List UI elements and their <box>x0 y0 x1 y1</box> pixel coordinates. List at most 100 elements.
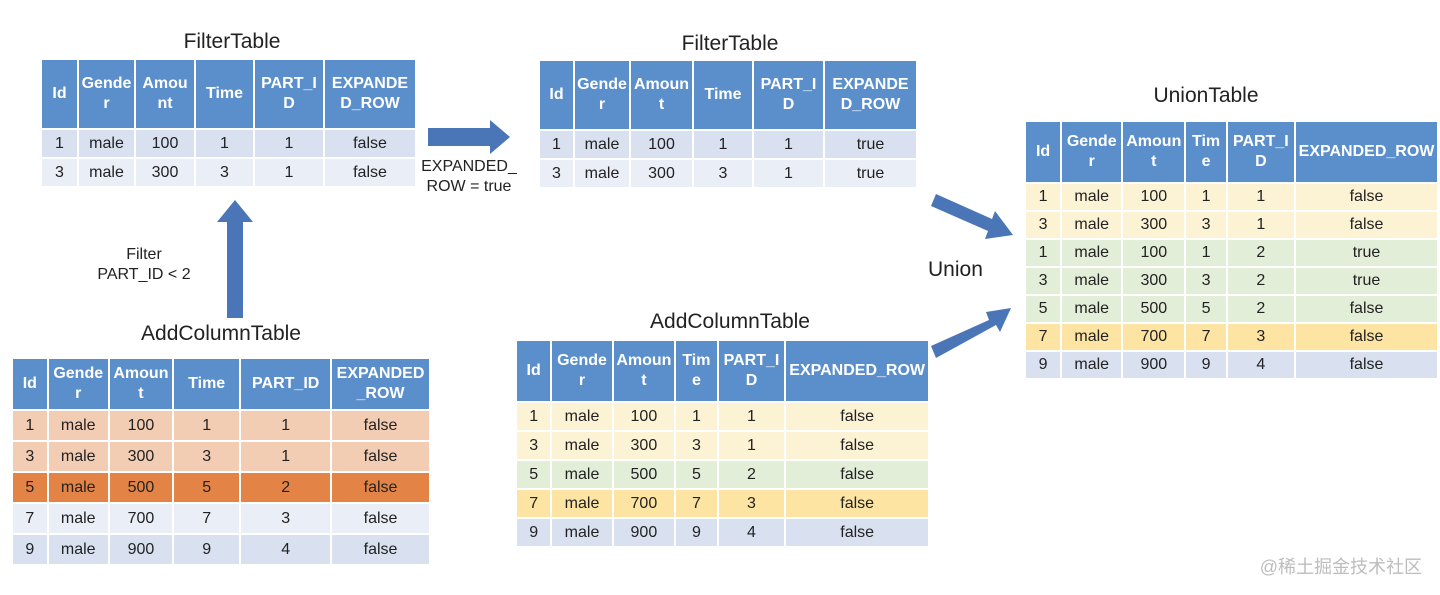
col-header-amount: Amount <box>109 359 173 409</box>
cell-time: 9 <box>676 519 717 546</box>
cell-part-id: 3 <box>241 504 331 533</box>
cell-id: 3 <box>42 159 77 186</box>
cell-time: 3 <box>694 160 752 187</box>
expand-note: EXPANDED_ ROW = true <box>414 157 524 197</box>
cell-amount: 100 <box>109 411 173 440</box>
cell-time: 5 <box>1186 296 1226 322</box>
cell-id: 7 <box>13 504 47 533</box>
cell-expanded-row: false <box>1296 296 1437 322</box>
arrow-right-icon <box>428 120 510 154</box>
cell-amount: 300 <box>136 159 194 186</box>
cell-amount: 500 <box>1123 296 1185 322</box>
col-header-part-id: PART_ID <box>255 60 323 128</box>
col-header-gender: Gender <box>575 61 629 129</box>
cell-expanded-row: false <box>332 442 429 471</box>
cell-amount: 700 <box>109 504 173 533</box>
table-row: 1 male 100 1 1 false <box>517 403 928 430</box>
col-header-time: Time <box>694 61 752 129</box>
col-header-id: Id <box>42 60 77 128</box>
table-row: 1 male 100 1 2 true <box>1026 240 1437 266</box>
arrow-up-right-icon <box>931 308 1011 358</box>
cell-part-id: 2 <box>241 473 331 502</box>
cell-part-id: 1 <box>754 160 823 187</box>
col-header-gender: Gender <box>1062 122 1122 182</box>
table-row: 1 male 100 1 1 false <box>42 130 415 157</box>
col-header-expanded-row: EXPANDED_ROW <box>325 60 415 128</box>
cell-gender: male <box>1062 240 1122 266</box>
cell-time: 3 <box>676 432 717 459</box>
filter-table: Id Gender Amount Time PART_ID EXPANDED_R… <box>40 58 417 188</box>
table-row: 5 male 500 5 2 false <box>1026 296 1437 322</box>
cell-expanded-row: false <box>332 411 429 440</box>
col-header-amount: Amount <box>631 61 692 129</box>
filter-table-expanded-title: FilterTable <box>681 32 779 55</box>
cell-part-id: 1 <box>241 442 331 471</box>
col-header-amount: Amount <box>613 341 675 401</box>
filter-table-expanded: Id Gender Amount Time PART_ID EXPANDED_R… <box>538 59 918 189</box>
cell-gender: male <box>552 461 612 488</box>
cell-part-id: 2 <box>1227 268 1295 294</box>
cell-gender: male <box>1062 212 1122 238</box>
table-row: 9 male 900 9 4 false <box>13 535 429 564</box>
cell-expanded-row: false <box>332 473 429 502</box>
cell-gender: male <box>1062 268 1122 294</box>
expand-note-line-1: EXPANDED_ <box>421 158 517 175</box>
table-row: 1 male 100 1 1 false <box>13 411 429 440</box>
col-header-gender: Gender <box>552 341 612 401</box>
watermark: @稀土掘金技术社区 <box>1259 557 1422 577</box>
table-row: 1 male 100 1 1 false <box>1026 184 1437 210</box>
cell-amount: 700 <box>1123 324 1185 350</box>
cell-gender: male <box>552 403 612 430</box>
table-row: 9 male 900 9 4 false <box>517 519 928 546</box>
union-label: Union <box>928 258 983 281</box>
cell-amount: 100 <box>1123 240 1185 266</box>
cell-time: 1 <box>694 131 752 158</box>
col-header-expanded-row: EXPANDED_ROW <box>825 61 916 129</box>
table-row: 5 male 500 5 2 false <box>517 461 928 488</box>
col-header-time: Time <box>174 359 240 409</box>
cell-amount: 300 <box>631 160 692 187</box>
cell-expanded-row: false <box>1296 212 1437 238</box>
cell-part-id: 3 <box>718 490 785 517</box>
cell-amount: 300 <box>109 442 173 471</box>
cell-gender: male <box>1062 296 1122 322</box>
cell-expanded-row: true <box>825 160 916 187</box>
cell-time: 1 <box>1186 184 1226 210</box>
table-row: 3 male 300 3 1 false <box>13 442 429 471</box>
cell-part-id: 1 <box>255 159 323 186</box>
cell-expanded-row: true <box>825 131 916 158</box>
cell-expanded-row: false <box>332 504 429 533</box>
cell-gender: male <box>48 535 108 564</box>
filter-note-line-2: PART_ID < 2 <box>97 266 191 283</box>
cell-amount: 900 <box>613 519 675 546</box>
add-column-table-copy: Id Gender Amount Time PART_ID EXPANDED_R… <box>515 339 930 548</box>
col-header-expanded-row: EXPANDED_ROW <box>1296 122 1437 182</box>
cell-expanded-row: false <box>1296 324 1437 350</box>
table-row: 7 male 700 7 3 false <box>1026 324 1437 350</box>
filter-note: Filter PART_ID < 2 <box>89 245 199 285</box>
cell-id: 1 <box>1026 240 1061 266</box>
cell-id: 7 <box>517 490 551 517</box>
cell-time: 9 <box>174 535 240 564</box>
table-row: 3 male 300 3 1 false <box>1026 212 1437 238</box>
cell-part-id: 1 <box>241 411 331 440</box>
cell-time: 1 <box>174 411 240 440</box>
col-header-gender: Gender <box>48 359 108 409</box>
add-column-table-title: AddColumnTable <box>141 322 301 345</box>
cell-id: 3 <box>517 432 551 459</box>
cell-id: 5 <box>517 461 551 488</box>
cell-amount: 300 <box>1123 212 1185 238</box>
table-row: 7 male 700 7 3 false <box>13 504 429 533</box>
cell-part-id: 4 <box>718 519 785 546</box>
cell-amount: 700 <box>613 490 675 517</box>
cell-gender: male <box>575 131 629 158</box>
cell-time: 1 <box>676 403 717 430</box>
cell-gender: male <box>1062 184 1122 210</box>
cell-time: 7 <box>174 504 240 533</box>
cell-id: 9 <box>13 535 47 564</box>
col-header-part-id: PART_ID <box>1227 122 1295 182</box>
cell-part-id: 1 <box>718 403 785 430</box>
cell-gender: male <box>79 130 134 157</box>
cell-time: 9 <box>1186 352 1226 378</box>
expand-note-line-2: ROW = true <box>426 178 512 195</box>
